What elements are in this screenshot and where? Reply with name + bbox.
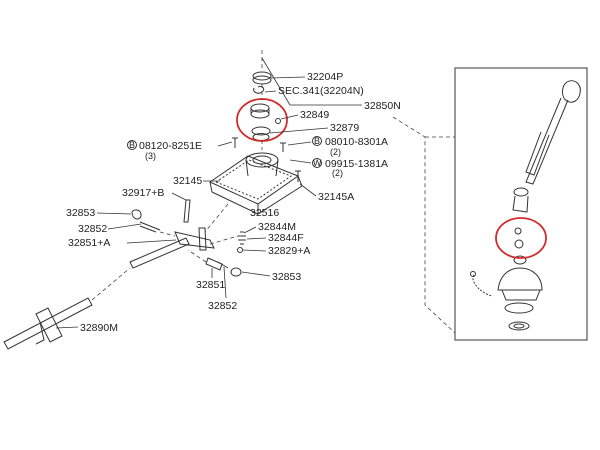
label-32849: 32849 bbox=[300, 109, 329, 121]
shift-linkage bbox=[3, 199, 246, 350]
label-32516: 32516 bbox=[250, 207, 279, 219]
label-32879: 32879 bbox=[330, 122, 359, 134]
label-32851: 32851 bbox=[196, 279, 225, 291]
inset-leader-top bbox=[392, 116, 456, 334]
label-sec341: SEC.341(32204N) bbox=[278, 85, 364, 97]
label-32852-a: 32852 bbox=[78, 223, 107, 235]
label-32890M: 32890M bbox=[80, 322, 118, 334]
top-stack bbox=[250, 71, 281, 141]
label-32851A: 32851+A bbox=[68, 237, 110, 249]
svg-text:B: B bbox=[314, 136, 320, 146]
label-32204P: 32204P bbox=[307, 71, 343, 83]
label-32850N: 32850N bbox=[364, 100, 401, 112]
label-32829A: 32829+A bbox=[268, 245, 310, 257]
label-32852-b: 32852 bbox=[208, 300, 237, 312]
label-32917B: 32917+B bbox=[122, 187, 164, 199]
bracket-32850N bbox=[261, 57, 362, 106]
label-08120-qty: (3) bbox=[145, 151, 156, 161]
washer-icon bbox=[312, 158, 322, 168]
label-08010-qty: (2) bbox=[330, 147, 341, 157]
label-08120-8251E: 08120-8251E bbox=[139, 140, 202, 152]
bolt-icon bbox=[312, 136, 322, 146]
label-09915-1381A: 09915-1381A bbox=[325, 158, 388, 170]
assembled-shifter bbox=[470, 80, 581, 331]
svg-text:W: W bbox=[313, 158, 322, 168]
bolt-icon bbox=[127, 140, 137, 150]
label-32844F: 32844F bbox=[268, 232, 304, 244]
label-32853-b: 32853 bbox=[272, 271, 301, 283]
highlight-circle-right bbox=[495, 217, 547, 259]
label-32853-a: 32853 bbox=[66, 207, 95, 219]
label-09915-qty: (2) bbox=[332, 168, 343, 178]
svg-text:B: B bbox=[129, 140, 135, 150]
label-32145A: 32145A bbox=[318, 191, 354, 203]
label-32844M: 32844M bbox=[258, 221, 296, 233]
label-32145: 32145 bbox=[173, 175, 202, 187]
shifter-housing bbox=[208, 137, 303, 215]
inset-frame bbox=[454, 67, 588, 341]
label-08010-8301A: 08010-8301A bbox=[325, 136, 388, 148]
